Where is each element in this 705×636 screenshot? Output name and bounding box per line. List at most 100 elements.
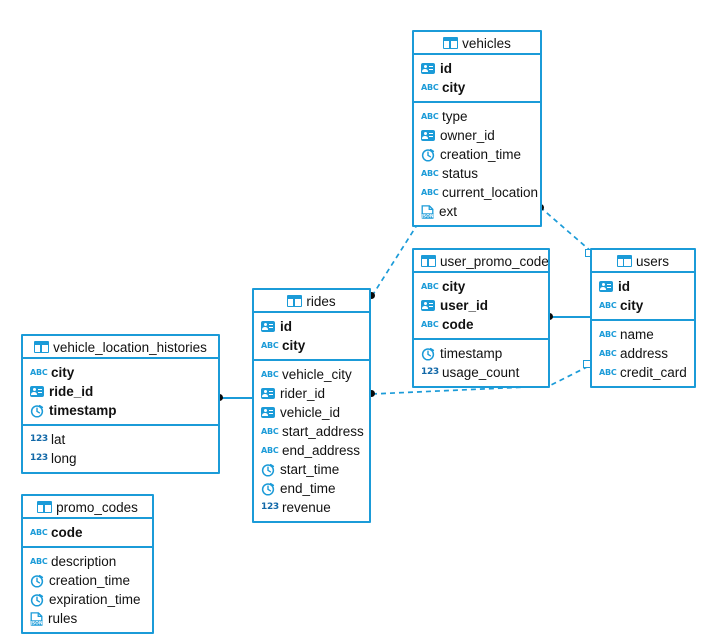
field-row[interactable]: timestamp (414, 344, 548, 363)
field-row[interactable]: vehicle_id (254, 403, 369, 422)
table-field-section: ABC type owner_id creation_time ABC stat… (414, 103, 540, 225)
field-name: rider_id (280, 386, 326, 401)
id-icon (599, 281, 613, 292)
abc-icon: ABC (421, 112, 439, 121)
field-name: owner_id (440, 128, 495, 143)
field-name: vehicle_city (282, 367, 352, 382)
id-icon (30, 386, 44, 397)
field-row[interactable]: ABC city (592, 296, 694, 315)
field-row[interactable]: ABC start_address (254, 422, 369, 441)
field-name: city (442, 279, 466, 294)
abc-icon: ABC (30, 368, 48, 377)
table-key-section: ABC city user_id ABC code (414, 273, 548, 340)
abc-icon: ABC (30, 557, 48, 566)
field-name: code (442, 317, 474, 332)
field-row[interactable]: ABC address (592, 344, 694, 363)
json-icon: JSON (420, 204, 434, 219)
field-row[interactable]: expiration_time (23, 590, 152, 609)
number-icon: 123 (30, 453, 48, 463)
field-row[interactable]: ABC vehicle_city (254, 365, 369, 384)
field-row[interactable]: ABC description (23, 552, 152, 571)
number-icon: 123 (30, 434, 48, 444)
table-key-section: id ABC city (592, 273, 694, 321)
id-icon (261, 407, 275, 418)
table-field-section: ABC description creation_time expiration… (23, 548, 152, 632)
field-row[interactable]: id (414, 59, 540, 78)
field-row[interactable]: user_id (414, 296, 548, 315)
clock-icon (261, 482, 275, 496)
field-row[interactable]: JSON ext (414, 202, 540, 221)
table-field-section: ABC name ABC address ABC credit_card (592, 321, 694, 386)
table-icon (287, 295, 303, 308)
abc-icon: ABC (599, 349, 617, 358)
edge-endpoint-dot-rides-top (368, 292, 375, 299)
field-row[interactable]: start_time (254, 460, 369, 479)
field-name: lat (51, 432, 66, 447)
table-vehicles[interactable]: vehicles id ABC city ABC type owner_id (412, 30, 542, 227)
field-row[interactable]: end_time (254, 479, 369, 498)
field-name: credit_card (620, 365, 687, 380)
table-title-users: users (592, 250, 694, 273)
field-row[interactable]: 123 revenue (254, 498, 369, 517)
field-row[interactable]: ABC status (414, 164, 540, 183)
field-name: code (51, 525, 83, 540)
field-row[interactable]: ABC city (414, 277, 548, 296)
field-row[interactable]: 123 usage_count (414, 363, 548, 382)
field-row[interactable]: ABC end_address (254, 441, 369, 460)
table-key-section: ABC code (23, 519, 152, 548)
field-name: city (442, 80, 466, 95)
field-row[interactable]: ABC city (254, 336, 369, 355)
field-row[interactable]: rider_id (254, 384, 369, 403)
field-row[interactable]: id (592, 277, 694, 296)
field-row[interactable]: ABC code (414, 315, 548, 334)
field-name: usage_count (442, 365, 520, 380)
field-row[interactable]: ride_id (23, 382, 218, 401)
field-name: city (620, 298, 644, 313)
json-icon: JSON (29, 611, 43, 626)
field-row[interactable]: ABC city (414, 78, 540, 97)
edge-rides-vehicles (371, 224, 418, 297)
field-name: type (442, 109, 468, 124)
abc-icon: ABC (261, 427, 279, 436)
field-row[interactable]: ABC current_location (414, 183, 540, 202)
field-name: end_time (280, 481, 336, 496)
table-icon (443, 37, 459, 50)
field-name: description (51, 554, 117, 569)
field-name: id (618, 279, 630, 294)
field-name: timestamp (49, 403, 117, 418)
clock-icon (261, 463, 275, 477)
abc-icon: ABC (421, 188, 439, 197)
field-row[interactable]: 123 lat (23, 430, 218, 449)
field-name: city (51, 365, 75, 380)
id-icon (261, 388, 275, 399)
abc-icon: ABC (599, 368, 617, 377)
id-icon (261, 321, 275, 332)
field-row[interactable]: creation_time (414, 145, 540, 164)
table-icon (34, 341, 50, 354)
field-row[interactable]: timestamp (23, 401, 218, 420)
field-row[interactable]: id (254, 317, 369, 336)
table-rides[interactable]: rides id ABC city ABC vehicle_city rider… (252, 288, 371, 523)
field-name: id (280, 319, 292, 334)
field-row[interactable]: ABC type (414, 107, 540, 126)
table-users[interactable]: users id ABC city ABC name ABC address A… (590, 248, 696, 388)
abc-icon: ABC (30, 528, 48, 537)
table-user-promo-codes[interactable]: user_promo_codes ABC city user_id ABC co… (412, 248, 550, 388)
field-row[interactable]: creation_time (23, 571, 152, 590)
field-row[interactable]: owner_id (414, 126, 540, 145)
field-name: end_address (282, 443, 361, 458)
field-name: id (440, 61, 452, 76)
table-promo-codes[interactable]: promo_codes ABC code ABC description cre… (21, 494, 154, 634)
field-row[interactable]: 123 long (23, 449, 218, 468)
field-row[interactable]: ABC name (592, 325, 694, 344)
field-row[interactable]: ABC city (23, 363, 218, 382)
table-vehicle-location-histories[interactable]: vehicle_location_histories ABC city ride… (21, 334, 220, 474)
clock-icon (421, 148, 435, 162)
table-name: rides (306, 293, 336, 309)
table-name: vehicles (462, 35, 511, 51)
edge-endpoint-dot-rides-bottom (368, 390, 375, 397)
field-row[interactable]: ABC code (23, 523, 152, 542)
field-row[interactable]: ABC credit_card (592, 363, 694, 382)
field-row[interactable]: JSON rules (23, 609, 152, 628)
